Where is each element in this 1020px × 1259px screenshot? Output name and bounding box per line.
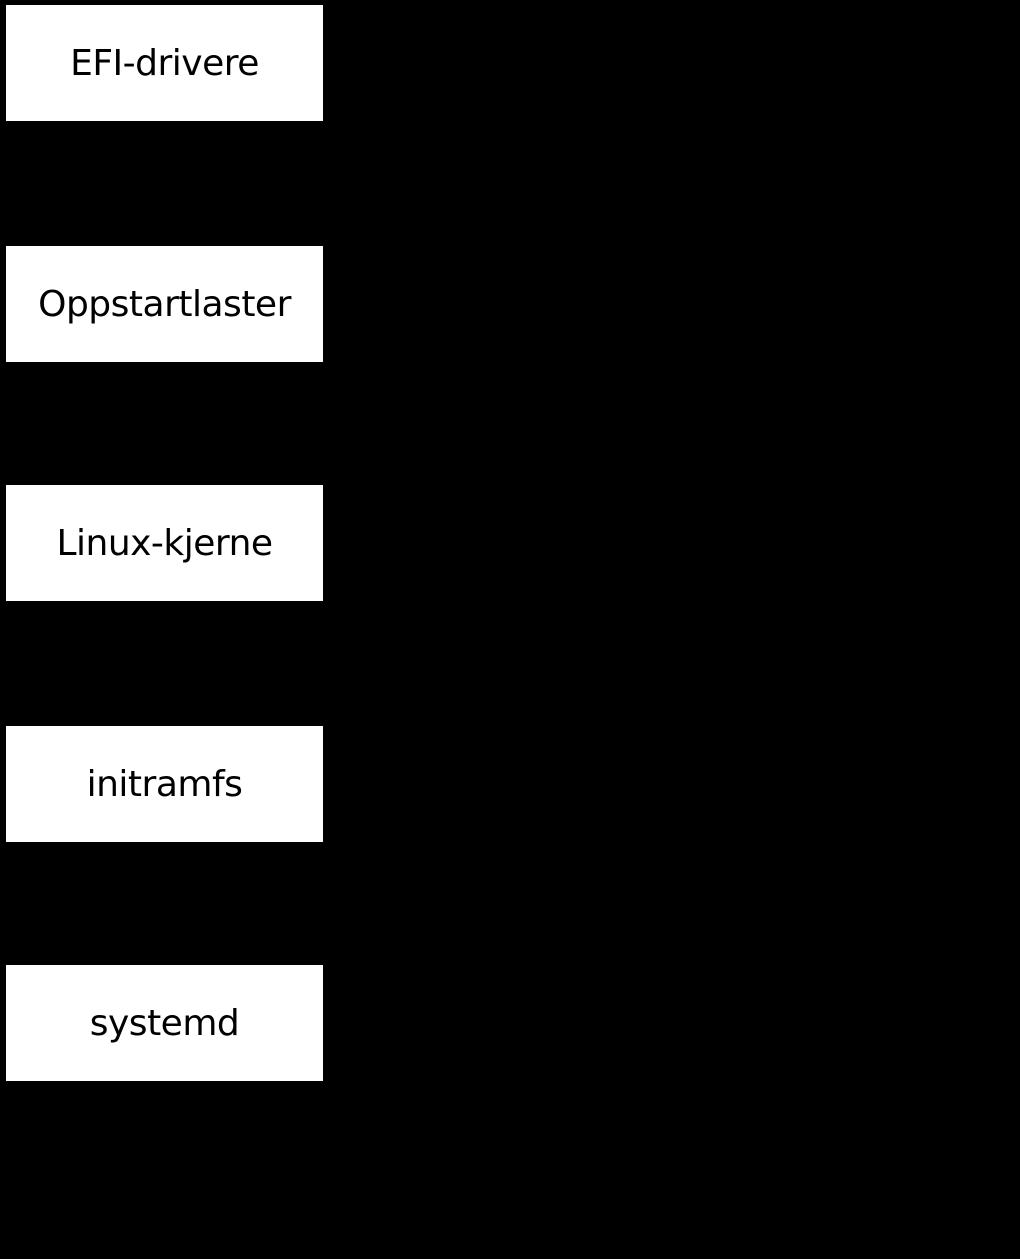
node-oppstartlaster: Oppstartlaster bbox=[6, 246, 323, 362]
node-label: Linux-kjerne bbox=[56, 522, 273, 564]
node-linux-kjerne: Linux-kjerne bbox=[6, 485, 323, 601]
node-systemd: systemd bbox=[6, 965, 323, 1081]
node-label: initramfs bbox=[86, 763, 243, 805]
node-efi-drivere: EFI-drivere bbox=[6, 5, 323, 121]
node-label: EFI-drivere bbox=[70, 42, 259, 84]
node-label: systemd bbox=[89, 1002, 240, 1044]
node-label: Oppstartlaster bbox=[38, 283, 291, 325]
node-initramfs: initramfs bbox=[6, 726, 323, 842]
